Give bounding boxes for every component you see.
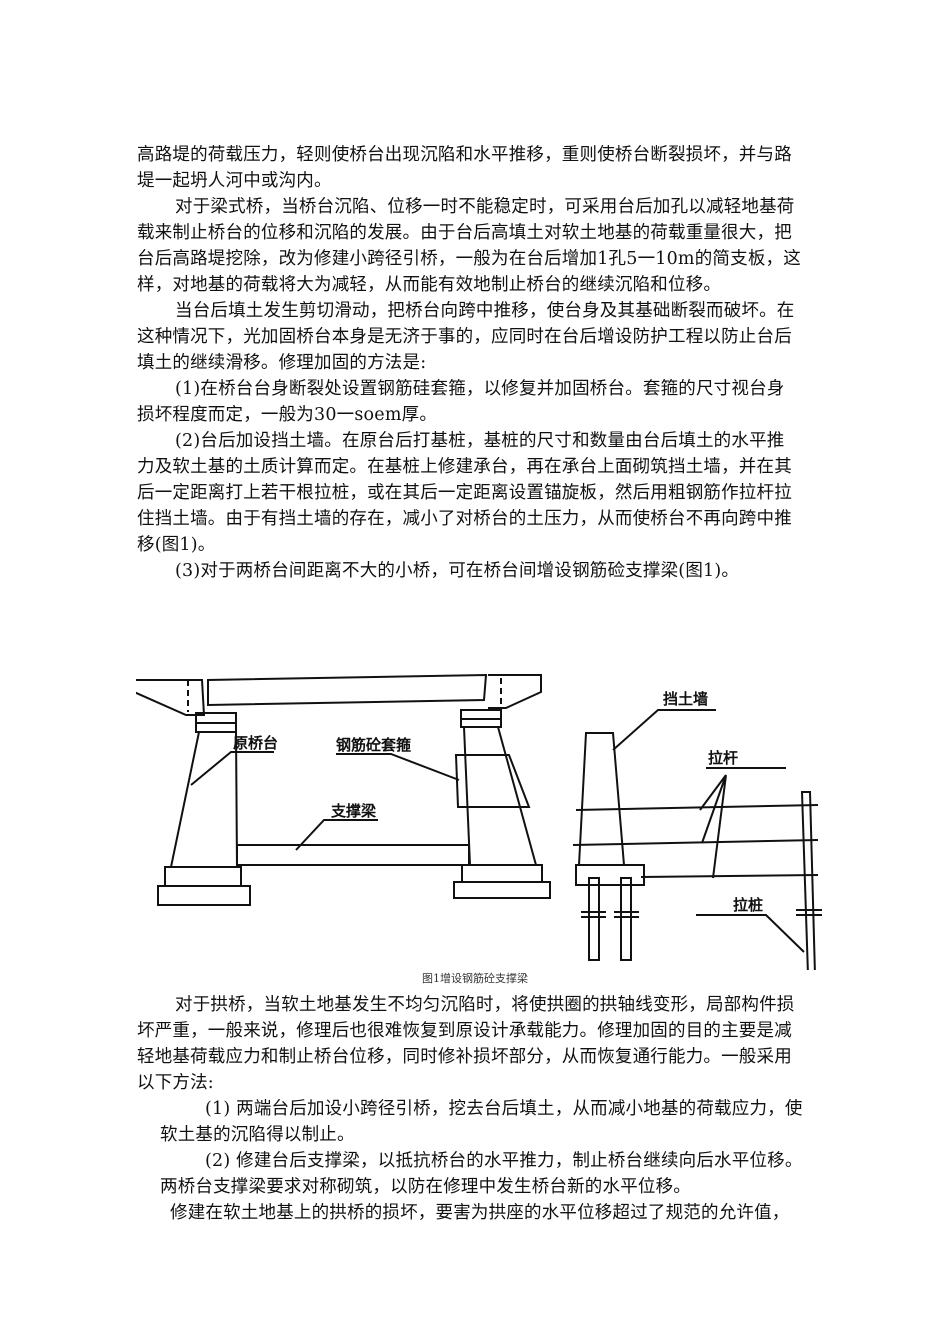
text-line: 堤一起坍人河中或沟内。 [137, 171, 332, 191]
label-rc-jacket: 钢筋砼套箍 [336, 736, 411, 754]
text-line: 载来制止桥台的位移和沉陷的发展。由于台后高填土对软土地基的荷载重量很大，把 [137, 223, 792, 243]
text-line: 损坏程度而定，一般为30一soem厚。 [137, 405, 438, 425]
text-line: 力及软土基的土质计算而定。在基桩上修建承台，再在承台上面砌筑挡土墙，并在其 [137, 457, 792, 477]
label-original-abutment: 原桥台 [233, 734, 278, 752]
text-line: 坏严重，一般来说，修理后也很难恢复到原设计承载能力。修理加固的目的主要是减 [137, 1021, 792, 1041]
text-line: 住挡土墙。由于有挡土墙的存在，减小了对桥台的土压力，从而使桥台不再向跨中推 [137, 509, 792, 529]
text-line: 对于拱桥，当软土地基发生不均匀沉陷时，将使拱圈的拱轴线变形，局部构件损 [175, 995, 795, 1015]
text-line: 高路堤的荷载压力，轻则使桥台出现沉陷和水平推移，重则使桥台断裂损坏，并与路 [137, 145, 792, 165]
text-line: (1)在桥台台身断裂处设置钢筋硅套箍，以修复并加固桥台。套箍的尺寸视台身 [175, 379, 785, 399]
bridge-diagram: 原桥台 钢筋砼套箍 支撑梁 挡土墙 拉杆 拉桩 [133, 673, 822, 976]
text-line: (2) 修建台后支撑梁，以抵抗桥台的水平推力，制止桥台继续向后水平位移。 [205, 1151, 803, 1171]
label-strut-beam: 支撑梁 [330, 802, 377, 820]
text-line: 台后高路堤挖除，改为修建小跨径引桥，一般为在台后增加1孔5一10m的简支板，这 [137, 249, 801, 269]
text-line: (2)台后加设挡土墙。在原台后打基桩，基桩的尺寸和数量由台后填土的水平推 [175, 431, 785, 451]
text-line: 移(图1)。 [137, 535, 216, 555]
text-line: 当台后填土发生剪切滑动，把桥台向跨中推移，使台身及其基础断裂而破坏。在 [175, 301, 795, 321]
text-line: 以下方法: [137, 1073, 214, 1093]
text-line: (3)对于两桥台间距离不大的小桥，可在桥台间增设钢筋硷支撑梁(图1)。 [175, 561, 740, 581]
text-line: 这种情况下，光加固桥台本身是无济于事的，应同时在台后增设防护工程以防止台后 [137, 327, 792, 347]
text-line: 样，对地基的荷载将大为减轻，从而能有效地制止桥台的继续沉陷和位移。 [137, 275, 722, 295]
text-line: 修建在软土地基上的拱桥的损坏，要害为拱座的水平位移超过了规范的允许值， [170, 1203, 790, 1223]
figure-caption: 图1增设钢筋砼支撑梁 [422, 972, 528, 985]
text-line: 两桥台支撑梁要求对称砌筑，以防在修理中发生桥台新的水平位移。 [160, 1177, 691, 1197]
text-line: 软土基的沉陷得以制止。 [160, 1125, 355, 1145]
text-line: 填土的继续滑移。修理加固的方法是: [137, 353, 427, 373]
text-line: (1) 两端台后加设小跨径引桥，挖去台后填土，从而减小地基的荷载应力，使 [205, 1099, 803, 1119]
text-line: 后一定距离打上若干根拉桩，或在其后一定距离设置锚旋板，然后用粗钢筋作拉杆拉 [137, 483, 792, 503]
label-tie-rod: 拉杆 [708, 749, 738, 767]
figure-strut-beam-diagram: 原桥台 钢筋砼套箍 支撑梁 挡土墙 拉杆 拉桩 [133, 650, 836, 976]
label-anchor-pile: 拉桩 [733, 896, 763, 914]
text-line: 对于梁式桥，当桥台沉陷、位移一时不能稳定时，可采用台后加孔以减轻地基荷 [175, 197, 795, 217]
text-line: 轻地基荷载应力和制止桥台位移，同时修补损坏部分，从而恢复通行能力。一般采用 [137, 1047, 792, 1067]
label-retaining-wall: 挡土墙 [663, 690, 708, 708]
